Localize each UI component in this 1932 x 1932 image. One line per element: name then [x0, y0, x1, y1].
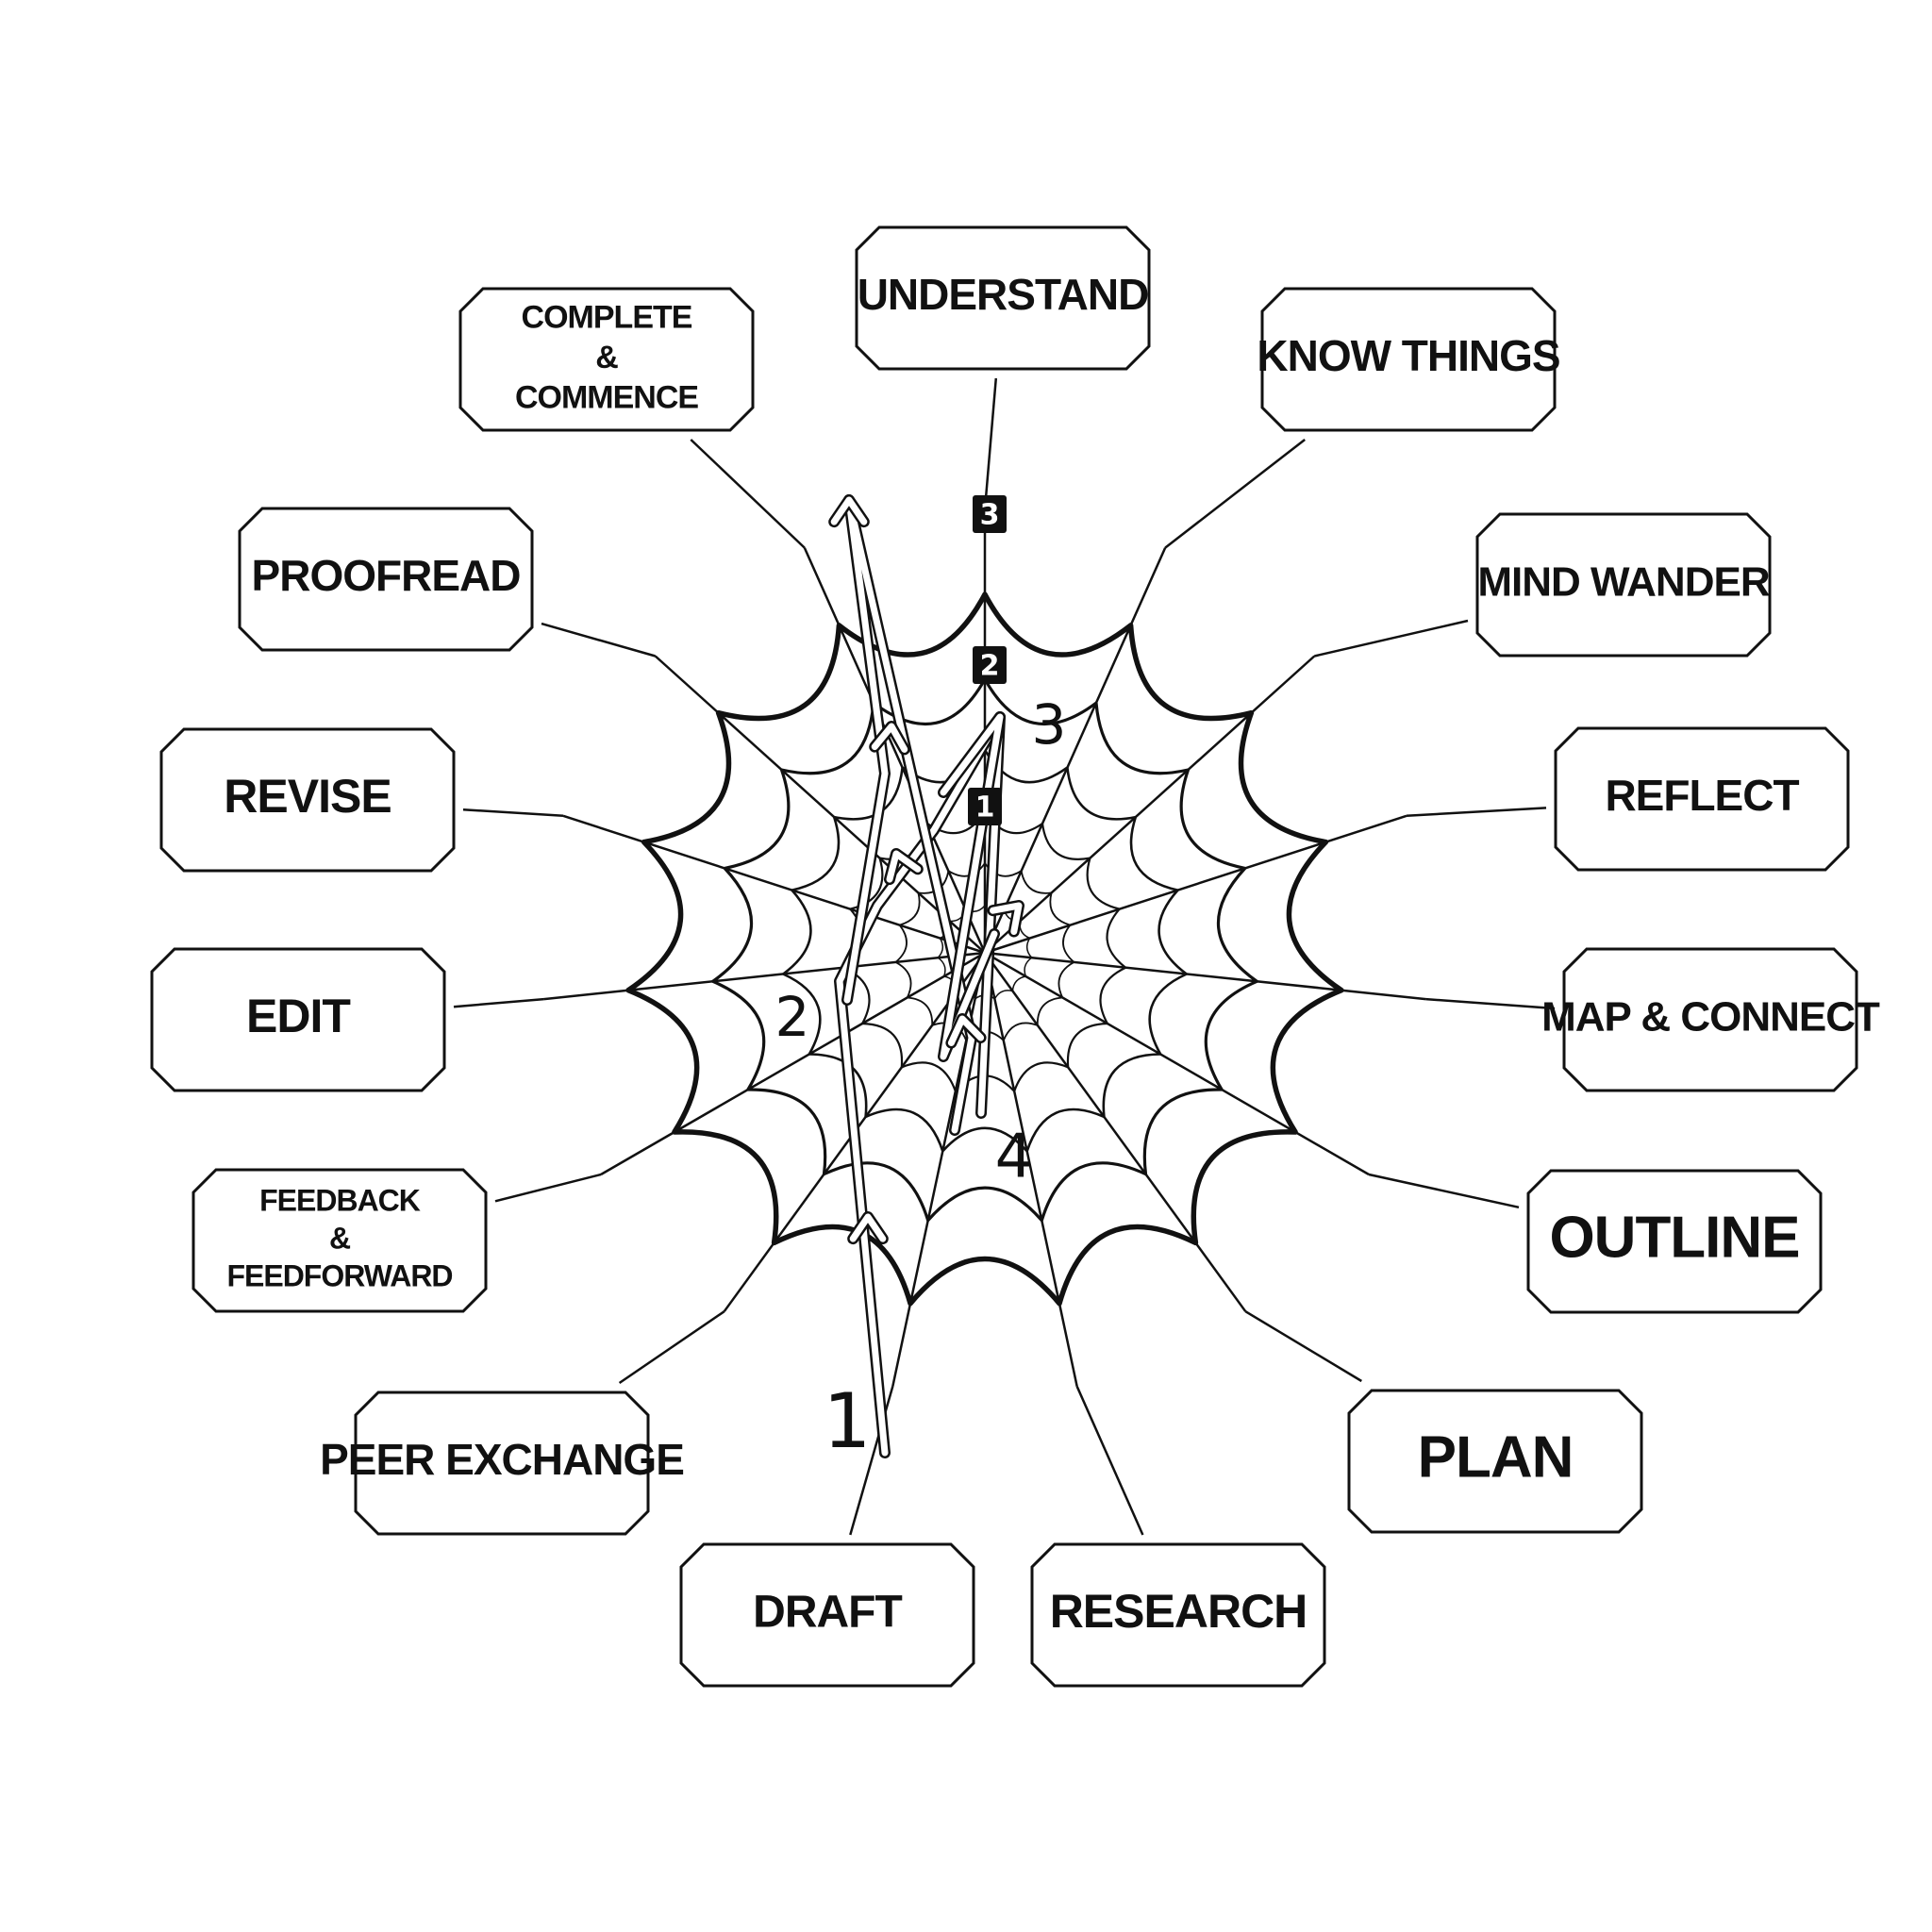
spoke-line: [983, 952, 1078, 1387]
arrow-head-inner-fill: [947, 1015, 985, 1046]
path-numbers: 1 2 3 4: [775, 692, 1067, 1465]
stage-box-edit: EDIT: [150, 947, 446, 1092]
web-ring: [625, 591, 1344, 1307]
ring-marker-2: 2: [973, 646, 1007, 684]
stage-box-know-things: KNOW THINGS: [1257, 287, 1561, 432]
stage-box-revise: REVISE: [159, 727, 456, 873]
stage-box-peer-exchange: PEER EXCHANGE: [320, 1391, 685, 1536]
stage-box-understand: UNDERSTAND: [855, 225, 1151, 371]
stage-label: REFLECT: [1605, 771, 1799, 820]
web-ring: [781, 748, 1189, 1153]
spoke-line: [654, 655, 986, 954]
stage-boxes: UNDERSTAND KNOW THINGS MIND WANDER REFLECT M…: [150, 225, 1881, 1688]
spoke-line: [983, 952, 1247, 1312]
connector-line: [541, 622, 657, 658]
ring-marker-label: 1: [975, 791, 995, 824]
arrow-head-lower-fill: [849, 1213, 887, 1242]
spoke-line: [562, 814, 986, 955]
arrow-head-right-fill: [990, 902, 1023, 935]
stage-box-reflect: REFLECT: [1554, 726, 1850, 872]
connector-line: [618, 1310, 725, 1385]
connector-line: [1075, 1386, 1144, 1536]
arrow-paths: [828, 494, 1024, 1458]
spoke-line: [983, 547, 1167, 954]
spoke-line: [984, 951, 1426, 1001]
stage-label: RESEARCH: [1050, 1585, 1307, 1638]
web-ring: [711, 677, 1258, 1223]
stage-box-complete-commence: COMPLETE & COMMENCE: [458, 287, 755, 432]
stage-label: EDIT: [246, 990, 350, 1042]
connector-line: [1425, 997, 1556, 1010]
stage-label: DRAFT: [753, 1588, 902, 1638]
connector-line: [494, 1173, 602, 1203]
ring-markers: 3 2 1: [968, 495, 1007, 825]
stage-box-map-connect: MAP & CONNECT: [1541, 947, 1881, 1092]
arrow-path-primary-fill: [836, 713, 1004, 1457]
connector-line: [462, 808, 564, 818]
arrow-path-tertiary-fill: [940, 713, 1004, 1060]
ring-marker-label: 2: [980, 650, 1000, 683]
stage-label: KNOW THINGS: [1257, 331, 1559, 380]
path-number-1: 1: [824, 1377, 872, 1465]
stage-label: OUTLINE: [1549, 1205, 1799, 1270]
web-spokes: [453, 377, 1556, 1536]
arrow-head-mid-fill: [871, 723, 908, 753]
connector-line: [983, 377, 998, 510]
stage-label: COMPLETE: [522, 299, 692, 335]
connector-line: [690, 439, 806, 549]
connector-line: [453, 997, 544, 1008]
stage-box-research: RESEARCH: [1030, 1542, 1326, 1688]
stage-label: MAP & CONNECT: [1541, 994, 1880, 1041]
spoke-line: [984, 655, 1316, 954]
stage-label: UNDERSTAND: [858, 270, 1149, 319]
arrow-head-top-fill: [830, 496, 868, 525]
connector-line: [1314, 619, 1469, 658]
path-number-4: 4: [995, 1123, 1034, 1192]
spoke-line: [984, 951, 1370, 1176]
ring-marker-label: 3: [980, 499, 1000, 532]
stage-label: REVISE: [224, 770, 391, 823]
ring-marker-3: 3: [973, 495, 1007, 533]
connector-line: [1244, 1310, 1362, 1383]
stage-label: FEEDBACK: [259, 1183, 421, 1217]
path-number-2: 2: [775, 985, 810, 1049]
stage-box-feedback-feedforward: FEEDBACK &FEEDFORWARD: [192, 1168, 488, 1313]
connector-line: [1368, 1173, 1520, 1209]
stage-label: &: [329, 1221, 351, 1255]
stage-label: &: [595, 340, 618, 375]
stage-label: PLAN: [1418, 1424, 1574, 1490]
stage-label: FEEDFORWARD: [226, 1258, 452, 1292]
stage-box-mind-wander: MIND WANDER: [1475, 512, 1772, 658]
stage-box-outline: OUTLINE: [1526, 1169, 1823, 1314]
connector-line: [1164, 439, 1306, 549]
stage-label: PROOFREAD: [252, 551, 521, 600]
connector-line: [1406, 807, 1547, 818]
spoke-line: [600, 951, 986, 1176]
spoke-line: [984, 814, 1407, 955]
stage-box-proofread: PROOFREAD: [238, 507, 534, 652]
arrow-head-center-fill: [886, 850, 922, 883]
stage-label: PEER EXCHANGE: [320, 1435, 684, 1484]
stage-label: MIND WANDER: [1477, 559, 1769, 606]
path-number-3: 3: [1032, 692, 1067, 757]
stage-label: COMMENCE: [515, 379, 698, 415]
spoke-line: [543, 951, 986, 1001]
stage-box-plan: PLAN: [1347, 1389, 1643, 1534]
spoke-line: [803, 547, 987, 954]
stage-box-draft: DRAFT: [679, 1542, 975, 1688]
ring-marker-1: 1: [968, 788, 1002, 825]
